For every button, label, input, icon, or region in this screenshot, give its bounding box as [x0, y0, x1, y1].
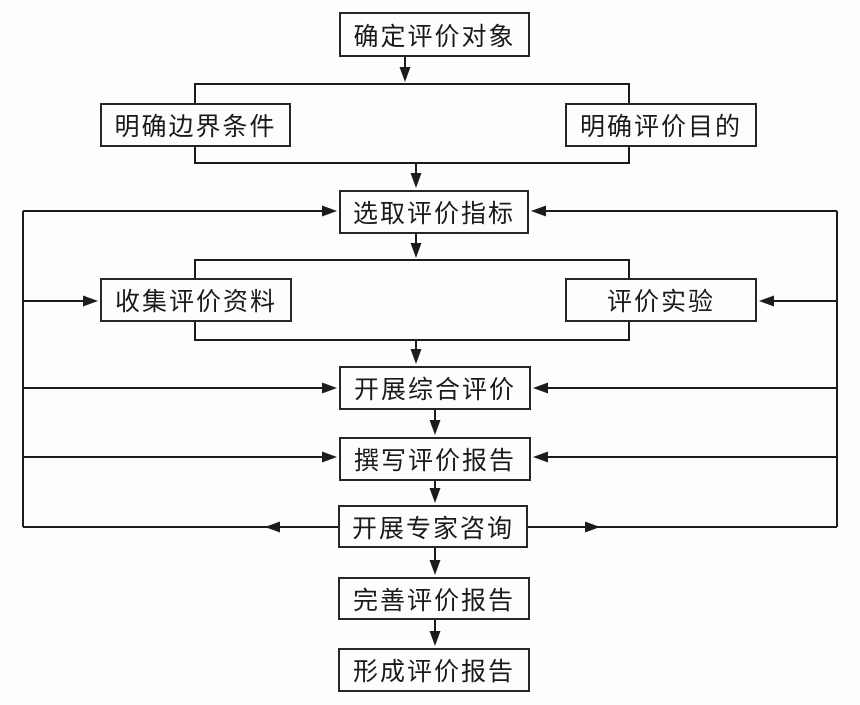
connector-indicators-to-split — [194, 233, 630, 278]
node-comprehensive-evaluation: 开展综合评价 — [339, 366, 531, 410]
connector-evaluation-to-report — [429, 410, 441, 435]
node-collect-materials: 收集评价资料 — [100, 278, 292, 322]
connector-consultation-to-improve — [429, 548, 441, 575]
node-final-report: 形成评价报告 — [338, 648, 530, 692]
connector-target-to-split — [399, 57, 411, 82]
merge-bracket-1 — [194, 147, 630, 188]
node-expert-consultation: 开展专家咨询 — [338, 505, 528, 548]
merge-bracket-2 — [194, 322, 630, 364]
node-improve-report: 完善评价报告 — [338, 577, 530, 620]
node-evaluation-experiment: 评价实验 — [565, 278, 757, 322]
node-evaluation-purpose: 明确评价目的 — [565, 103, 757, 147]
node-boundary-conditions: 明确边界条件 — [100, 103, 291, 147]
node-select-indicators: 选取评价指标 — [339, 190, 529, 234]
split-bracket-1 — [194, 83, 630, 103]
connector-report-to-consultation — [429, 480, 441, 503]
feedback-left-trunk — [22, 205, 338, 533]
connector-improve-to-final — [429, 620, 441, 646]
node-determine-target: 确定评价对象 — [339, 12, 530, 57]
node-write-report: 撰写评价报告 — [339, 437, 531, 481]
feedback-right-trunk — [528, 205, 838, 533]
